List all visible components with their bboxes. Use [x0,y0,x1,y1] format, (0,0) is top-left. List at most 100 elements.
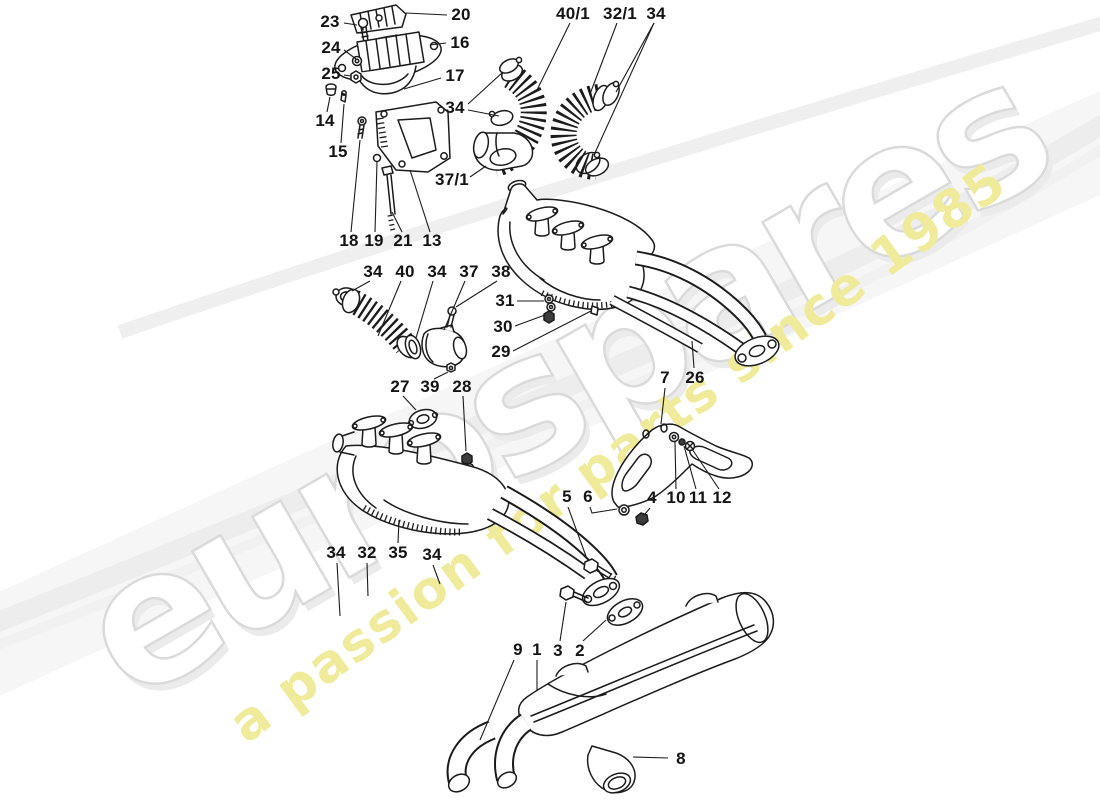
part-callout-37-1: 37/1 [435,170,469,189]
part-callout-3: 3 [553,641,563,660]
part-callout-25: 25 [321,64,341,83]
part-nut-25 [350,70,362,84]
leader-line-11 [683,445,697,490]
part-clamp-34-top1 [498,56,523,74]
part-callout-11: 11 [688,488,708,507]
part-callout-40: 40 [395,262,415,281]
leader-line-34 [593,22,655,156]
part-elbow-boot-37-1 [472,131,534,171]
part-tailpipe-9a [446,720,497,793]
leader-line-6 [589,506,618,514]
part-muffler-1 [518,591,775,737]
leader-line-3 [559,601,567,642]
part-callout-32: 32 [357,543,377,562]
leader-line-9 [479,659,515,741]
part-bracket-7 [611,423,753,508]
leader-line-2 [582,619,607,642]
leader-line-30 [514,314,546,327]
part-bolt-5 [583,558,619,583]
part-callout-34: 34 [427,262,447,281]
leader-line-24 [343,49,357,60]
leader-line-38 [455,280,498,308]
part-nut-12 [684,440,696,452]
part-callout-14: 14 [315,111,335,130]
part-callout-9: 9 [513,640,523,659]
leader-line-7 [660,387,666,425]
part-callout-10: 10 [666,488,686,507]
leader-line-32 [366,562,369,597]
part-engine-mount-16 [334,31,442,95]
leader-line-14 [326,96,331,113]
leader-line-17 [403,77,442,90]
part-callout-20: 20 [451,5,471,24]
leader-line-37 [443,280,466,331]
leader-line-10 [674,441,677,490]
part-callout-1: 1 [532,640,542,659]
leader-line-28 [462,395,467,452]
part-flange-gasket-2 [581,577,644,626]
part-callout-40-1: 40/1 [556,4,590,23]
part-callout-19: 19 [364,231,384,250]
leader-line-34 [351,280,371,292]
part-bolt-11 [678,438,686,446]
part-adapter-37 [421,324,468,368]
part-callout-37: 37 [459,262,479,281]
part-heat-exchanger-26 [497,179,780,367]
part-tailpipe-tip-8 [586,745,636,794]
part-callout-32-1: 32/1 [603,4,637,23]
part-washer-6 [618,504,630,516]
part-washers-31 [544,294,556,312]
part-screw-18 [357,116,367,139]
part-pin-15 [340,90,347,103]
part-callout-38: 38 [491,262,511,281]
part-bolt-3 [559,585,589,603]
leader-line-37-1 [469,165,487,178]
part-washer-24 [351,55,363,67]
leader-line-34 [615,22,655,93]
part-callout-21: 21 [393,231,413,250]
part-clamp-34-right1 [602,80,620,107]
part-callout-17: 17 [445,66,465,85]
leader-line-26 [691,340,695,369]
part-callout-13: 13 [422,231,442,250]
leader-line-34 [336,562,341,617]
leader-line-13 [409,169,431,233]
part-callout-28: 28 [452,377,472,396]
part-heat-exchanger-35 [332,415,618,582]
part-callout-26: 26 [685,368,705,387]
part-callout-6: 6 [583,487,593,506]
part-callout-35: 35 [388,543,408,562]
part-callout-7: 7 [660,368,670,387]
swoosh-arc-lower2 [0,144,1100,650]
leader-line-21 [391,211,403,233]
leader-line-39 [433,371,449,380]
part-callout-16: 16 [450,33,470,52]
leader-line-19 [374,161,378,233]
part-nut-30 [543,310,555,324]
leader-line-34 [432,564,441,585]
leader-line-23 [343,22,358,26]
part-seal-ring-34 [404,334,422,360]
leader-line-18 [350,139,361,233]
leader-line-27 [402,395,417,411]
part-callout-8: 8 [676,749,686,768]
part-callout-24: 24 [321,38,341,57]
part-callout-4: 4 [647,488,657,507]
part-nut-39 [446,362,456,373]
leader-line-8 [632,756,669,759]
leader-line-32-1 [589,22,618,95]
part-long-bolt-21 [381,165,396,232]
part-washer-19 [372,153,382,163]
part-callout-5: 5 [562,487,572,506]
part-callout-27: 27 [390,377,410,396]
part-callout-34: 34 [646,4,666,23]
leader-line-29 [512,310,592,352]
part-pin-29 [590,305,599,316]
part-callout-34: 34 [422,545,442,564]
part-callout-15: 15 [328,142,348,161]
part-tailpipe-9b [494,713,533,789]
